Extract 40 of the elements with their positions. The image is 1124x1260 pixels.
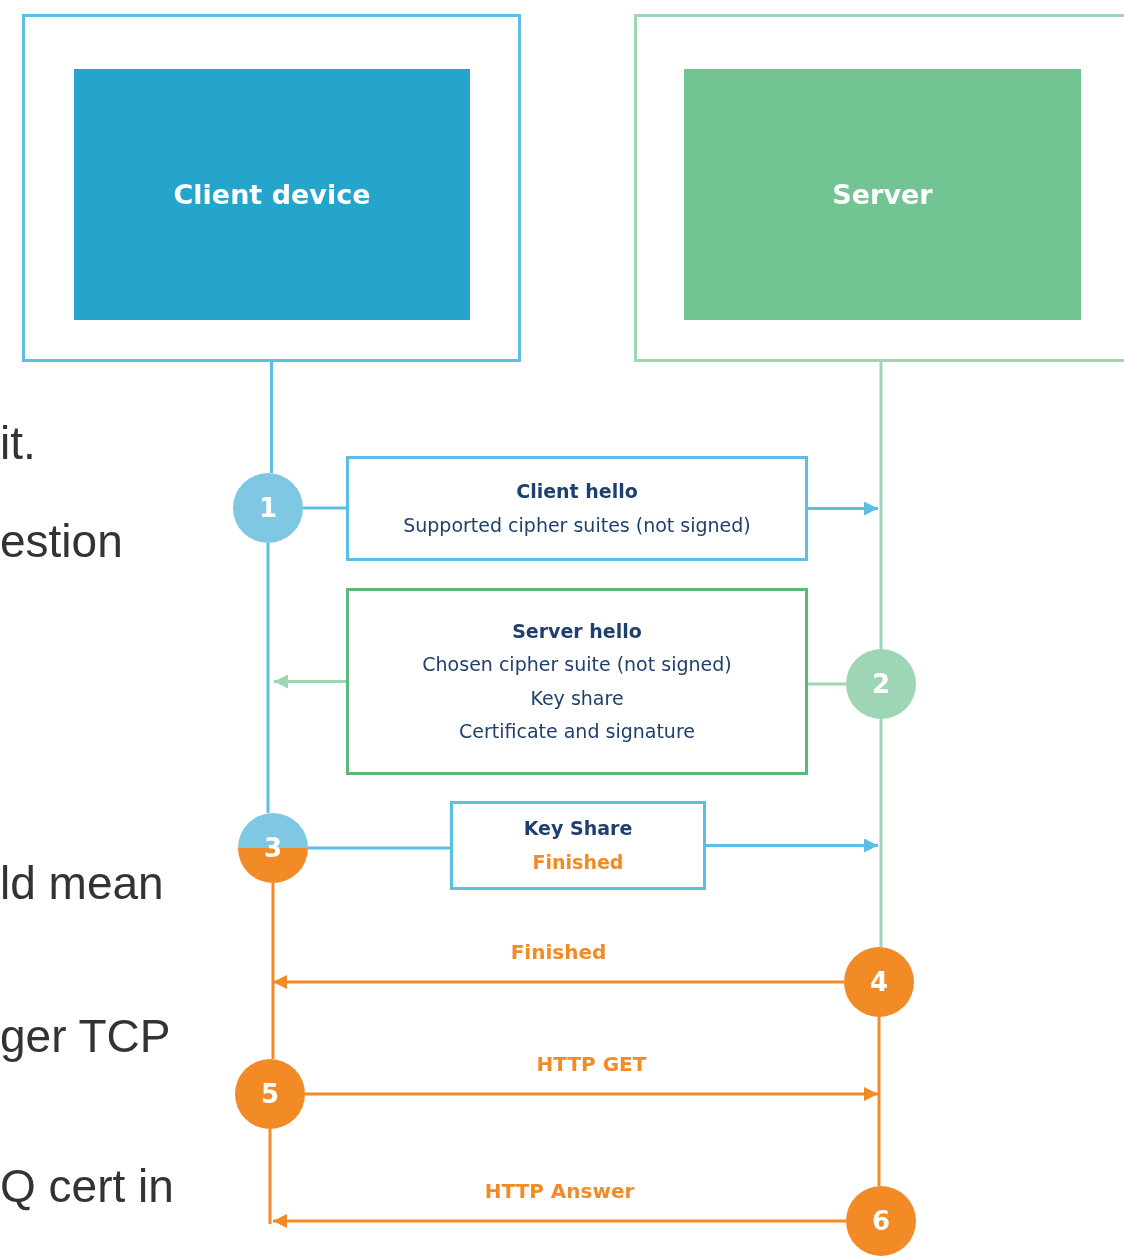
arrow <box>305 1087 878 1101</box>
connector-line <box>308 846 450 850</box>
message-text: Finished <box>532 849 624 875</box>
message-box <box>450 801 706 890</box>
message-text: Key share <box>530 685 624 711</box>
message-box <box>346 588 808 775</box>
message-text: Supported cipher suites (not signed) <box>403 512 751 538</box>
arrow <box>808 501 878 516</box>
message-title: Client hello <box>516 479 638 505</box>
cropped-text: Q cert in <box>0 1163 174 1209</box>
arrow <box>274 674 346 689</box>
connector-line <box>303 506 346 510</box>
cropped-text: it. <box>0 420 36 466</box>
step-number-circle: 4 <box>844 947 914 1017</box>
step-number-circle: 6 <box>846 1186 916 1256</box>
connector-line <box>808 682 846 686</box>
device-frame <box>22 14 521 362</box>
cropped-text: estion <box>0 518 123 564</box>
connector-line <box>879 362 883 649</box>
connector-line <box>268 1129 272 1224</box>
arrow <box>706 838 878 853</box>
message-box <box>346 456 808 561</box>
message-text: Chosen cipher suite (not signed) <box>422 652 732 678</box>
connector-line <box>266 543 270 813</box>
step-number-circle: 2 <box>846 649 916 719</box>
cropped-text: ld mean <box>0 860 164 906</box>
message-title: Server hello <box>512 619 642 644</box>
arrow <box>273 975 844 989</box>
connector-line <box>879 719 883 947</box>
device-box: Client device <box>74 69 470 320</box>
step-number-circle: 1 <box>233 473 303 543</box>
device-frame <box>634 14 1124 362</box>
connector-line <box>270 362 273 473</box>
message-title: Key Share <box>523 816 633 842</box>
arrow <box>273 1214 846 1228</box>
message-text: Certificate and signature <box>459 718 695 744</box>
connector-line <box>877 1017 881 1186</box>
connector-line <box>271 883 275 1059</box>
step-number-circle: 5 <box>235 1059 305 1129</box>
device-box: Server <box>684 69 1081 320</box>
